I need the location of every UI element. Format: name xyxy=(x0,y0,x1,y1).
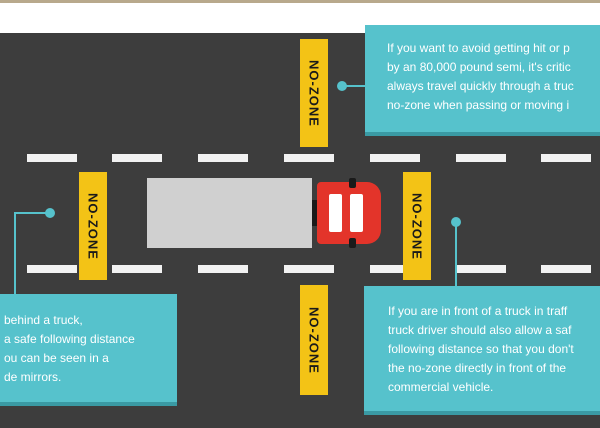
lane-dash xyxy=(541,154,591,162)
nozone-text: NO-ZONE xyxy=(306,306,322,374)
connector-line xyxy=(14,212,50,214)
lane-dash xyxy=(456,154,506,162)
lane-dash xyxy=(198,154,248,162)
lane-dash xyxy=(541,265,591,273)
truck-coupler xyxy=(312,200,319,226)
connector-dot xyxy=(337,81,347,91)
nozone-text: NO-ZONE xyxy=(409,192,425,260)
wheel xyxy=(349,178,356,188)
connector-line xyxy=(342,85,365,87)
callout-line: by an 80,000 pound semi, it's critic xyxy=(387,60,571,74)
lane-dash xyxy=(112,154,162,162)
callout-bottom-right: If you are in front of a truck in traff … xyxy=(364,286,600,415)
callout-line: ou can be seen in a xyxy=(4,351,109,365)
connector-line xyxy=(14,212,16,294)
top-border xyxy=(0,0,600,3)
lane-dash xyxy=(370,265,420,273)
callout-line: truck driver should also allow a saf xyxy=(388,323,572,337)
connector-dot xyxy=(451,217,461,227)
wheel xyxy=(349,238,356,248)
callout-line: always travel quickly through a truc xyxy=(387,79,574,93)
callout-line: If you are in front of a truck in traff xyxy=(388,304,568,318)
callout-line: If you want to avoid getting hit or p xyxy=(387,41,570,55)
callout-line: following distance so that you don't xyxy=(388,342,574,356)
callout-line: de mirrors. xyxy=(4,370,62,384)
lane-dash xyxy=(27,154,77,162)
nozone-label-top: NO-ZONE xyxy=(300,39,328,147)
lane-dash xyxy=(27,265,77,273)
lane-dash xyxy=(370,154,420,162)
lane-dash xyxy=(284,154,334,162)
truck-cab xyxy=(317,178,381,248)
callout-line: a safe following distance xyxy=(4,332,135,346)
callout-line: commercial vehicle. xyxy=(388,380,494,394)
lane-dash xyxy=(284,265,334,273)
cab-window xyxy=(329,194,342,232)
nozone-text: NO-ZONE xyxy=(306,59,322,127)
nozone-label-front: NO-ZONE xyxy=(403,172,431,280)
cab-window xyxy=(350,194,363,232)
callout-line: no-zone when passing or moving i xyxy=(387,98,570,112)
callout-line: the no-zone directly in front of the xyxy=(388,361,567,375)
lane-dash xyxy=(456,265,506,273)
nozone-label-rear: NO-ZONE xyxy=(79,172,107,280)
connector-line xyxy=(455,222,457,286)
lane-dash xyxy=(198,265,248,273)
callout-bottom-left: behind a truck, a safe following distanc… xyxy=(0,294,177,406)
nozone-label-bottom: NO-ZONE xyxy=(300,285,328,395)
truck-trailer xyxy=(147,178,312,248)
callout-line: behind a truck, xyxy=(4,313,83,327)
nozone-text: NO-ZONE xyxy=(85,192,101,260)
callout-top-right: If you want to avoid getting hit or p by… xyxy=(365,25,600,136)
connector-dot xyxy=(45,208,55,218)
lane-dash xyxy=(112,265,162,273)
